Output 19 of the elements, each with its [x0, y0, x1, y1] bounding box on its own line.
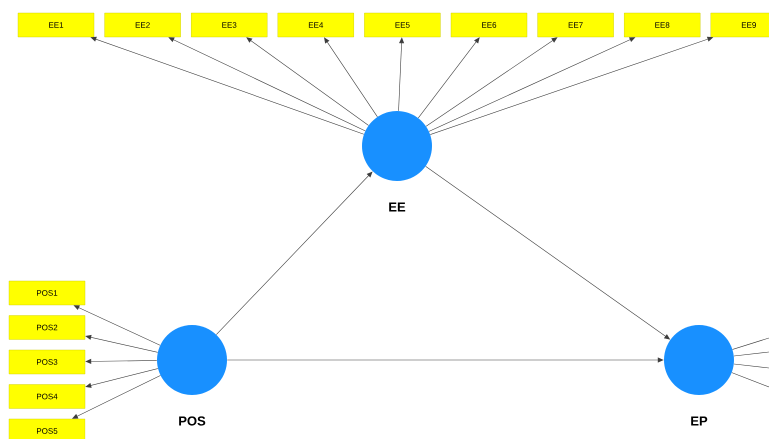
- indicator-box: EE3: [191, 12, 268, 38]
- indicator-box: POS2: [8, 315, 86, 340]
- arrow: [246, 37, 369, 126]
- indicator-box: EE9: [710, 12, 769, 38]
- node-label: POS: [179, 416, 206, 426]
- indicator-box: POS3: [8, 350, 86, 374]
- indicator-box: EE7: [537, 12, 614, 38]
- indicator-box: POS1: [8, 280, 86, 306]
- indicator-box: EE1: [18, 12, 94, 38]
- indicator-box: EE2: [104, 12, 181, 38]
- indicator-box: POS5: [8, 418, 86, 439]
- indicator-box: POS4: [8, 384, 86, 409]
- node-label: EE: [389, 202, 406, 212]
- indicator-box: EE6: [450, 12, 528, 38]
- arrow: [428, 37, 636, 132]
- indicator-box: EE5: [364, 12, 441, 38]
- node-label: EP: [691, 416, 708, 426]
- indicator-box: EE8: [624, 12, 700, 38]
- indicator-box: EE4: [278, 12, 354, 38]
